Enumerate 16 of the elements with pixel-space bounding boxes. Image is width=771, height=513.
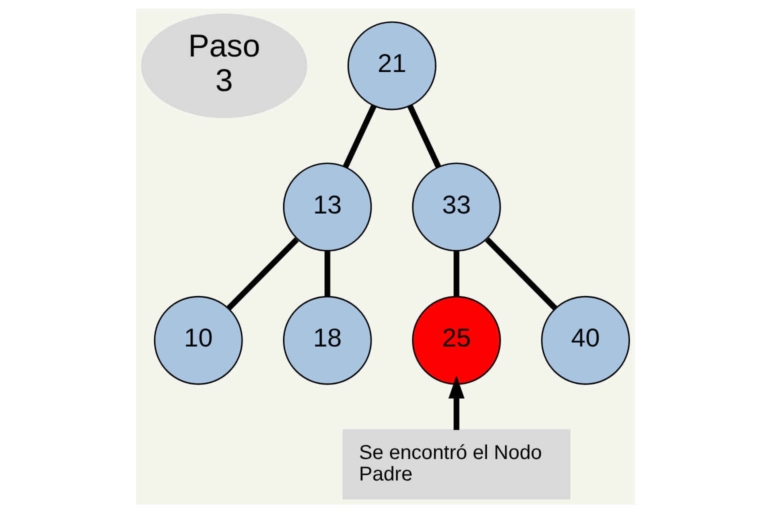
connector (226, 237, 299, 310)
node-circle: 21 (348, 21, 436, 110)
connector (407, 104, 441, 168)
connector (485, 237, 558, 310)
node-circle: 13 (282, 162, 372, 252)
connector (324, 250, 330, 296)
node-circle: 10 (154, 296, 243, 385)
node-circle: 33 (412, 162, 501, 252)
node-circle: 18 (282, 296, 372, 385)
arrow (448, 376, 465, 430)
node-box: Se encontró el Nodo Padre (342, 429, 570, 500)
node-circle: 25 (412, 296, 501, 385)
node-circle: 40 (541, 296, 630, 385)
connector (342, 104, 377, 168)
connector (454, 250, 460, 296)
node-ellipse: Paso 3 (141, 13, 308, 118)
